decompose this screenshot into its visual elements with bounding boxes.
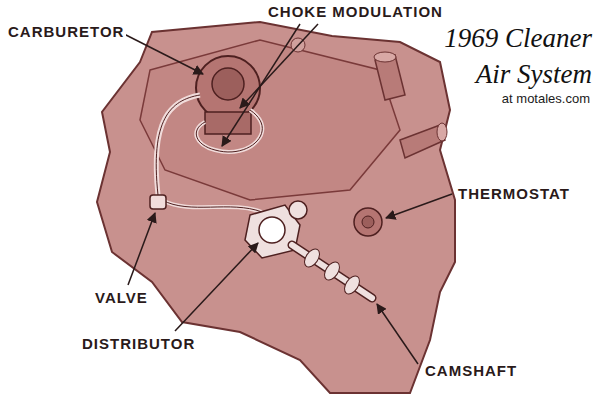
- leader-line: [175, 243, 258, 331]
- valve-body: [150, 195, 166, 209]
- part-label: THERMOSTAT: [456, 185, 572, 203]
- camshaft-shaft: [292, 245, 372, 298]
- distributor-cap: [259, 217, 285, 243]
- part-label: DISTRIBUTOR: [80, 335, 197, 353]
- tube-opening: [374, 52, 396, 62]
- thermostat-housing: [354, 208, 382, 236]
- part-label: VALVE: [93, 289, 150, 307]
- leader-line: [128, 213, 155, 285]
- leader-line: [240, 24, 318, 108]
- cam-lobe: [341, 273, 362, 296]
- vacuum-advance: [289, 201, 307, 219]
- vacuum-hose-outline: [156, 95, 200, 195]
- leader-line: [377, 304, 418, 364]
- cam-lobe: [301, 246, 322, 269]
- part-label: CAMSHAFT: [423, 362, 519, 380]
- cam-lobe: [321, 259, 342, 282]
- carburetor-base: [205, 112, 251, 134]
- intake-manifold: [140, 40, 400, 200]
- leader-line: [386, 194, 452, 218]
- part-label: CHOKE MODULATION: [266, 3, 445, 21]
- pipe-opening: [437, 123, 447, 141]
- thermostat-center: [362, 216, 374, 228]
- carburetor-throat: [212, 68, 244, 100]
- choke-hose-outline: [196, 110, 262, 152]
- camshaft-shaft-fill: [292, 245, 372, 298]
- choke-hose: [196, 110, 262, 152]
- leader-lines: [124, 24, 452, 364]
- diagram-title: 1969 Cleaner Air System: [432, 20, 592, 92]
- distributor-hose-outline: [162, 200, 262, 212]
- leader-line: [124, 34, 203, 74]
- part-label: CARBURETOR: [6, 23, 126, 41]
- distributor-hose: [162, 200, 262, 212]
- site-credit: at motales.com: [500, 91, 592, 106]
- vacuum-hose: [156, 95, 200, 195]
